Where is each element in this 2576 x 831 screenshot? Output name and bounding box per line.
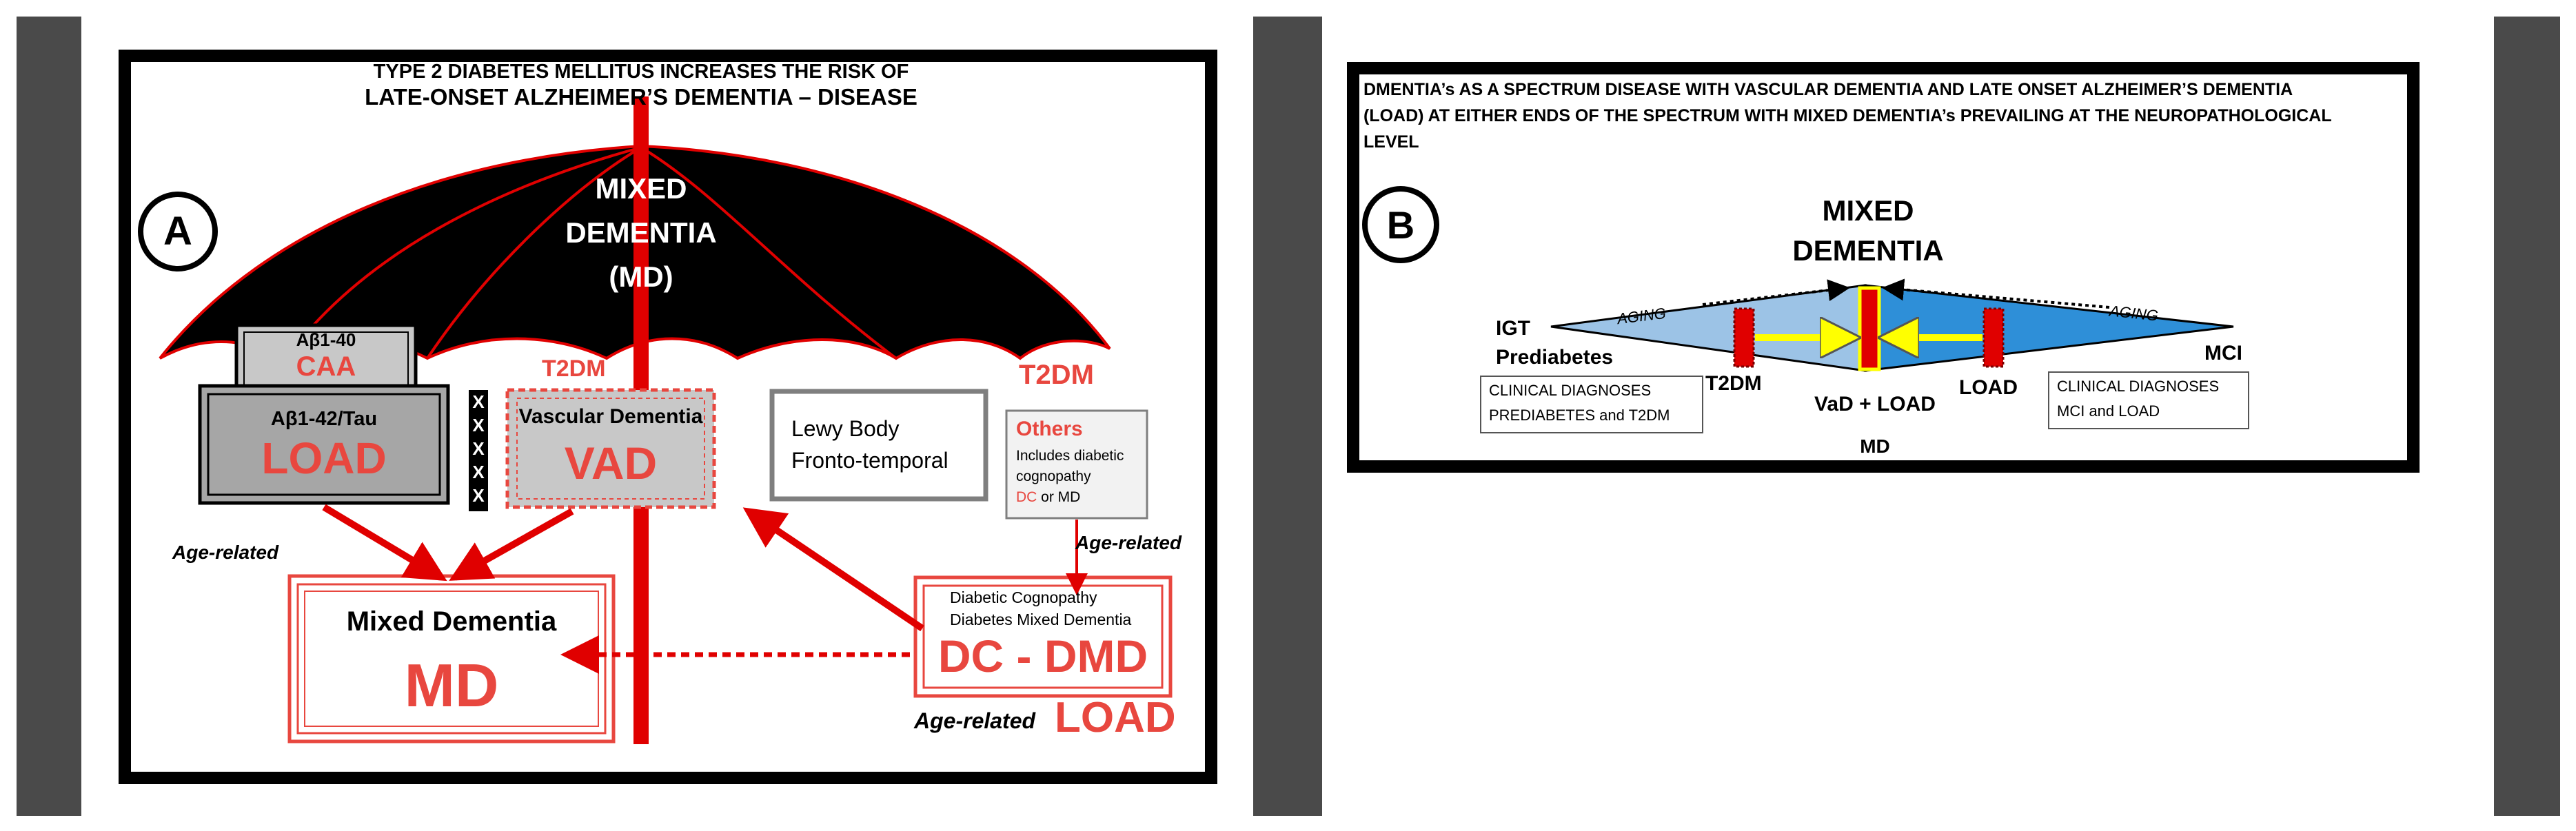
arrow-load-to-md	[322, 504, 447, 582]
panel-b-header-line1: DMENTIA’s AS A SPECTRUM DISEASE WITH VAS…	[1363, 80, 2293, 99]
dc-dmd-label: DC - DMD	[937, 630, 1148, 681]
abeta40-label: Aβ1-40	[296, 329, 356, 350]
gray-side-bar	[2494, 17, 2560, 816]
x-mark: X	[472, 438, 485, 459]
dc-dmd-box	[913, 575, 1173, 698]
panel-a-title-line2: LATE-ONSET ALZHEIMER’S DEMENTIA – DISEAS…	[365, 84, 917, 110]
others-or-md: or MD	[1037, 489, 1081, 505]
igt-label: IGT	[1496, 317, 1530, 340]
load-bottom-label: LOAD	[1055, 694, 1176, 741]
clinical-right-line2: MCI and LOAD	[2057, 402, 2160, 420]
panel-b-letter: B	[1386, 203, 1415, 247]
panel-b-header-line3: LEVEL	[1363, 132, 1419, 152]
abeta42-label: Aβ1-42/Tau	[270, 408, 378, 430]
umbrella-label-line2: DEMENTIA	[565, 216, 717, 249]
mixed-dementia-label: Mixed Dementia	[346, 606, 557, 637]
panel-a-title-line1: TYPE 2 DIABETES MELLITUS INCREASES THE R…	[373, 61, 909, 83]
dc-line1: Diabetic Cognopathy	[950, 588, 1097, 606]
gray-side-bar	[17, 17, 81, 816]
aging-arrow-right	[1882, 278, 2110, 309]
others-title: Others	[1016, 418, 1083, 440]
others-line3: DC or MD	[1016, 489, 1080, 506]
load-label-b: LOAD	[1959, 376, 2018, 399]
lewy-body-label: Lewy Body	[791, 416, 900, 441]
dc-line2: Diabetes Mixed Dementia	[950, 611, 1132, 628]
clinical-left-box	[1480, 376, 1703, 433]
md-box	[287, 574, 616, 743]
age-related-left: Age-related	[172, 542, 279, 563]
others-line2: cognopathy	[1016, 469, 1091, 484]
mixed-dementia-title-line2: DEMENTIA	[1792, 234, 1944, 267]
umbrella-rib	[285, 146, 642, 360]
arrow-dcdmd-to-vad	[742, 507, 924, 632]
clinical-left-line2: PREDIABETES and T2DM	[1489, 407, 1670, 424]
age-related-right: Age-related	[1075, 532, 1182, 553]
panel-b-letter-circle	[1362, 186, 1439, 263]
center-marker-bar	[1858, 286, 1881, 371]
clinical-right-line1: CLINICAL DIAGNOSES	[2057, 378, 2220, 395]
mixed-dementia-title-line1: MIXED	[1822, 194, 1914, 227]
prediabetes-label: Prediabetes	[1496, 346, 1614, 369]
arrow-vad-to-md	[449, 508, 574, 581]
others-dc: DC	[1016, 489, 1037, 505]
fronto-temporal-label: Fronto-temporal	[791, 448, 949, 473]
vad-box	[505, 388, 716, 509]
umbrella-rib	[426, 146, 642, 360]
load-label: LOAD	[261, 433, 387, 483]
t2dm-right-label: T2DM	[1019, 360, 1094, 390]
load-marker-bar	[1982, 307, 2005, 368]
x-mark: X	[472, 462, 485, 482]
x-mark: X	[472, 485, 485, 506]
others-line1: Includes diabetic	[1016, 448, 1124, 464]
x-mark: X	[472, 415, 485, 435]
spectrum-right-triangle	[1864, 284, 2234, 372]
t2dm-left-label: T2DM	[542, 356, 606, 382]
gray-side-bar	[1253, 17, 1322, 816]
vad-load-label: VaD + LOAD	[1814, 393, 1936, 416]
clinical-left-line1: CLINICAL DIAGNOSES	[1489, 382, 1652, 399]
clinical-right-box	[2048, 371, 2249, 429]
umbrella-label-line3: (MD)	[609, 260, 673, 293]
vascular-dementia-label: Vascular Dementia	[518, 405, 703, 428]
umbrella-label-line1: MIXED	[595, 172, 687, 205]
panel-a-letter: A	[163, 209, 192, 254]
umbrella-rib	[640, 146, 897, 360]
caa-label: CAA	[296, 351, 356, 382]
x-column-letters: X X X X X	[469, 390, 488, 507]
panel-a-letter-circle	[138, 192, 218, 271]
md-label-b: MD	[1860, 435, 1890, 457]
x-mark: X	[472, 391, 485, 412]
t2dm-label: T2DM	[1705, 372, 1762, 395]
others-box	[1005, 409, 1148, 520]
panel-b-header-line2: (LOAD) AT EITHER ENDS OF THE SPECTRUM WI…	[1363, 106, 2332, 125]
vad-label: VAD	[564, 438, 658, 489]
md-label: MD	[404, 651, 499, 719]
x-column	[469, 390, 488, 511]
t2dm-marker-bar	[1733, 307, 1755, 368]
age-related-bottom: Age-related	[914, 708, 1036, 733]
mci-label: MCI	[2204, 342, 2242, 365]
load-box	[198, 384, 450, 505]
lewy-box	[769, 389, 988, 502]
